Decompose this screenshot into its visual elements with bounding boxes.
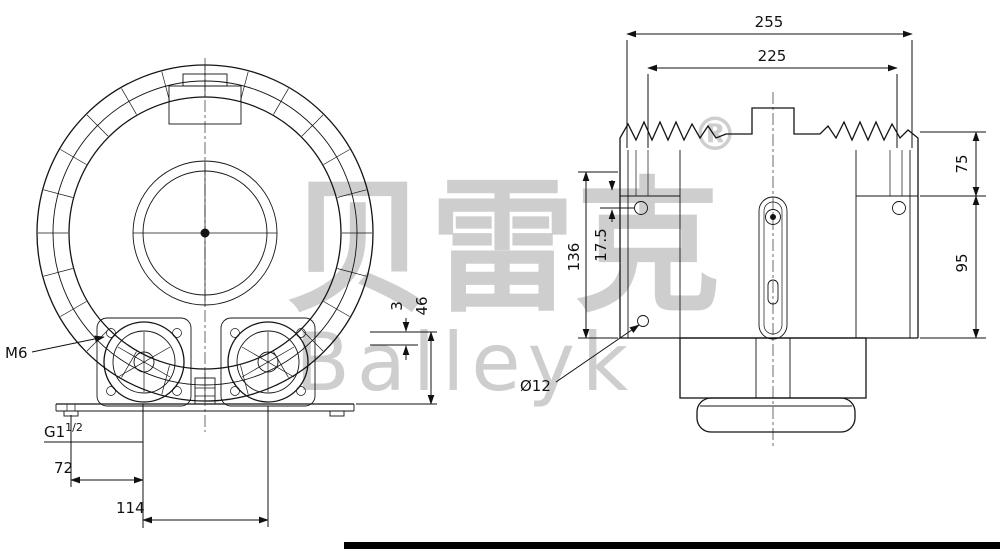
base-plate [55, 403, 355, 417]
dim-thread-callout: M6 [5, 335, 105, 362]
dim-plate-thickness: 3 [370, 301, 418, 360]
dim-label-g1-2: G11/2 [44, 421, 83, 441]
dim-label-72: 72 [54, 459, 73, 477]
dim-label-dia12: Ø12 [520, 377, 551, 395]
mount-hole-right [892, 201, 906, 215]
dim-hole-pitch: 72 [54, 415, 144, 487]
side-view [619, 92, 919, 448]
dim-port-pitch: 114 [116, 406, 269, 527]
dim-label-95: 95 [953, 253, 971, 272]
dim-flange-width: 225 [647, 47, 898, 148]
dim-hole-offset: 17.5 [592, 180, 634, 262]
left-port [103, 321, 185, 403]
side-top-profile [619, 107, 919, 150]
table-edge [344, 542, 1000, 549]
dim-label-114: 114 [116, 499, 145, 517]
dim-label-225: 225 [758, 47, 787, 65]
dim-mid-height: 95 [920, 195, 986, 339]
dim-label-255: 255 [755, 13, 784, 31]
dim-label-17-5: 17.5 [592, 228, 610, 261]
dim-port-thread: G11/2 [44, 404, 144, 528]
mount-hole-lower [637, 315, 649, 327]
dim-label-m6: M6 [5, 344, 28, 362]
mount-hole-left [634, 201, 648, 215]
dim-hole-dia: Ø12 [520, 324, 640, 395]
left-port-plate [96, 317, 192, 407]
side-body [619, 150, 919, 339]
dim-total-width: 255 [626, 13, 913, 148]
dim-label-46: 46 [413, 296, 431, 315]
watermark-en-text: Balleyk [295, 316, 635, 409]
right-port [227, 321, 309, 403]
front-view [36, 58, 374, 432]
dim-label-3: 3 [388, 301, 406, 311]
motor-base [679, 337, 867, 433]
center-slot [758, 196, 788, 340]
dimensions: 255 225 75 95 136 [5, 13, 986, 528]
dim-label-136: 136 [565, 243, 583, 272]
dim-body-height: 136 [565, 171, 618, 339]
hub-center [200, 228, 210, 238]
dim-label-75: 75 [953, 154, 971, 173]
dim-top-height: 75 [920, 131, 986, 197]
dim-base-height: 46 [356, 296, 437, 405]
cooling-fins [38, 66, 372, 400]
